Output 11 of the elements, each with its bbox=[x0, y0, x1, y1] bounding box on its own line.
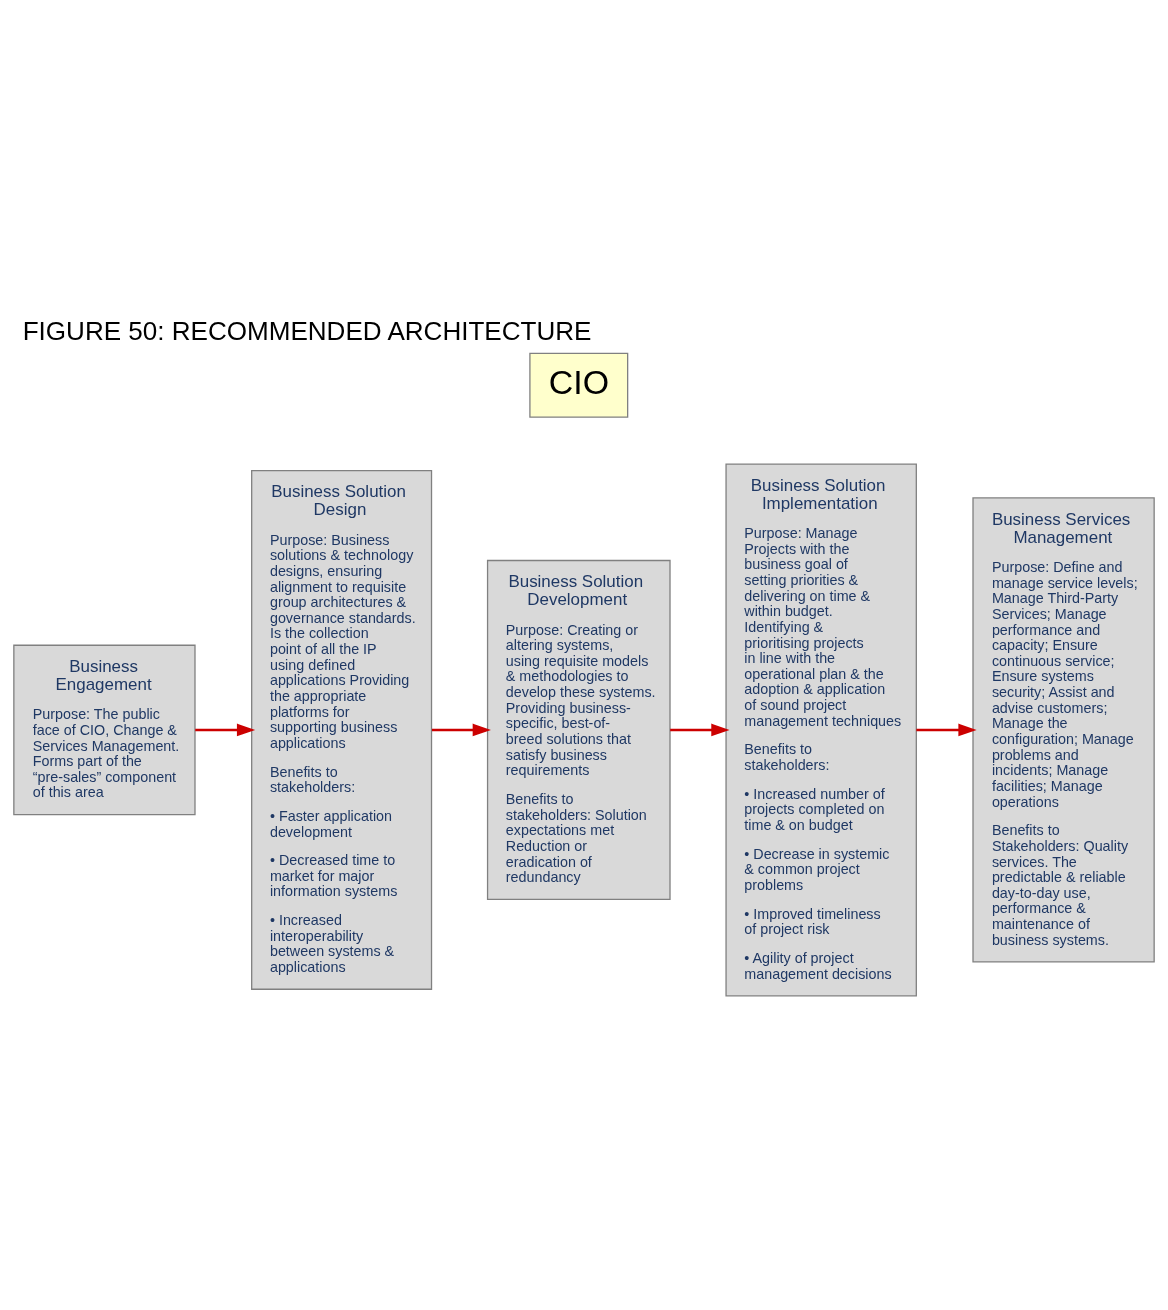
node-box: CIO bbox=[529, 352, 629, 418]
node-box: Business Solution Development Purpose: Creating or altering systems, using requisite models & methodologies to develop these systems. Providing business-specific, best-of-breed solutions that satisfy business requirements Benefits to stakeholders: Solution expectations met Reduction or eradication of redundancy bbox=[486, 559, 671, 900]
node-box: Business Services Management Purpose: Define and manage service levels; Manage Third-Party Services; Manage performance and capacity; Ensure continuous service; Ensure systems security; Assist and advise customers; Manage the configuration; Manage problems and incidents; Manage facilities; Manage operations Benefits to Stakeholders: Quality services. The predictable & reliable day-to-day use, performance & maintenance of business systems. bbox=[972, 497, 1155, 963]
arrow bbox=[670, 723, 730, 737]
arrow bbox=[916, 723, 977, 737]
node-box: Business Engagement Purpose: The public face of CIO, Change & Services Management. Forms part of the “pre-sales” component of this area bbox=[13, 644, 196, 816]
node-box: Business Solution Design Purpose: Business solutions & technology designs, ensuring alignment to requisite group architectures & governance standards. Is the collection point of all the IP using defined applications Providing the appropriate platforms for supporting business applications Benefits to stakeholders: • Faster application development • Decreased time to market for major information systems • Increased interoperability between systems & applications bbox=[251, 469, 433, 990]
arrow bbox=[195, 723, 256, 737]
arrow bbox=[431, 723, 491, 737]
node-box: Business Solution Implementation Purpose: Manage Projects with the business goal of setting priorities & delivering on time & within budget. Identifying & prioritising projects in line with the operational plan & the adoption & application of sound project management techniques Benefits to stakeholders: • Increased number of projects completed on time & on budget • Decrease in systemic & common project problems • Improved timeliness of project risk • Agility of project management decisions bbox=[725, 463, 917, 997]
diagram-title: FIGURE 50: RECOMMENDED ARCHITECTURE bbox=[22, 316, 592, 347]
